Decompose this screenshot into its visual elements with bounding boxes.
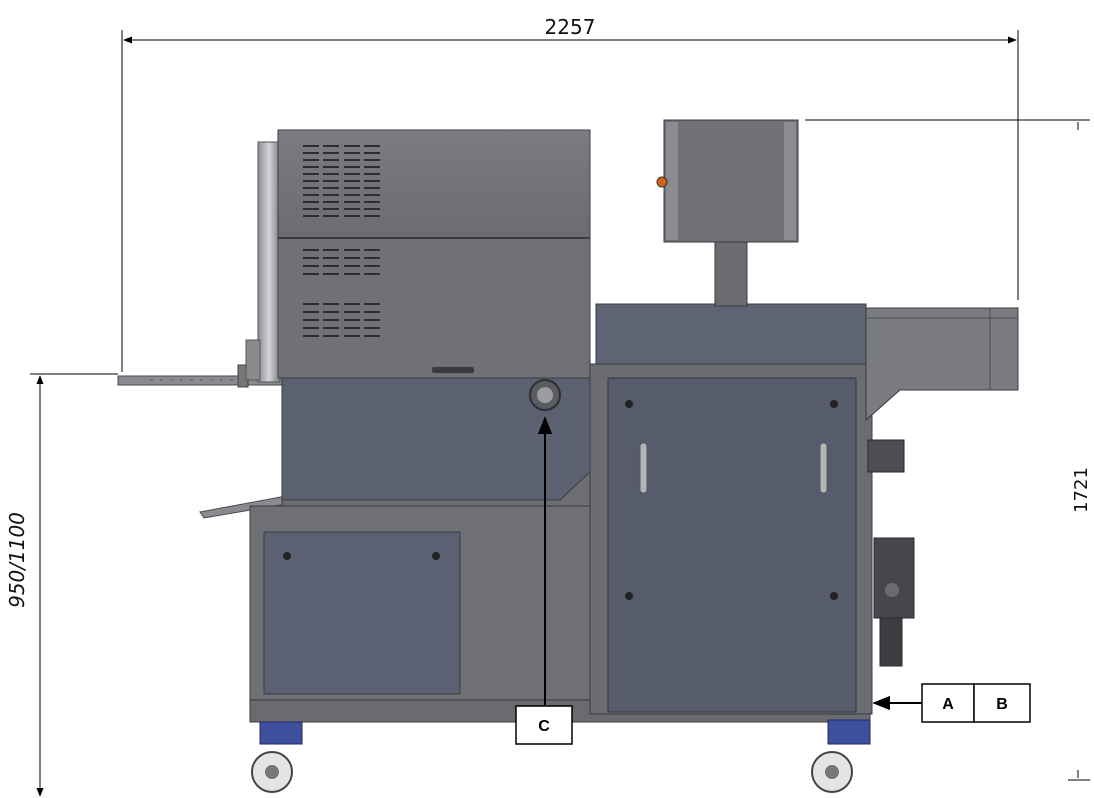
dimension-table-height [30, 373, 118, 797]
pneumatic-unit [867, 439, 915, 667]
machine [117, 119, 1019, 793]
steel-tube [257, 141, 281, 383]
caster-right [811, 719, 871, 793]
lower-frame [249, 505, 871, 723]
width-dimension-label: 2257 [545, 15, 596, 39]
lid-handle [432, 367, 474, 373]
outfeed-conveyor [865, 307, 1019, 422]
infeed-tray [117, 364, 287, 519]
right-cabinet [589, 303, 873, 715]
dimension-height [805, 119, 1090, 781]
callout-a-label: A [942, 696, 954, 713]
lower-access-panel [263, 531, 461, 695]
door-handle-right [819, 442, 828, 494]
emergency-stop-icon [656, 176, 668, 188]
door-handle-left [639, 442, 648, 494]
control-panel [656, 119, 799, 307]
callout-c: C [515, 416, 573, 745]
table-height-dimension-label: 950/1100 [5, 512, 29, 608]
vent-grille [303, 145, 380, 337]
callout-ab: A B [872, 683, 1031, 723]
height-dimension-label: 1721 [1071, 467, 1092, 513]
caster-left [251, 721, 303, 793]
callout-b-label: B [996, 696, 1008, 713]
upper-housing [277, 129, 591, 379]
svg-text:C: C [538, 718, 550, 735]
cabinet-door [607, 377, 857, 713]
dimension-width [121, 30, 1019, 372]
